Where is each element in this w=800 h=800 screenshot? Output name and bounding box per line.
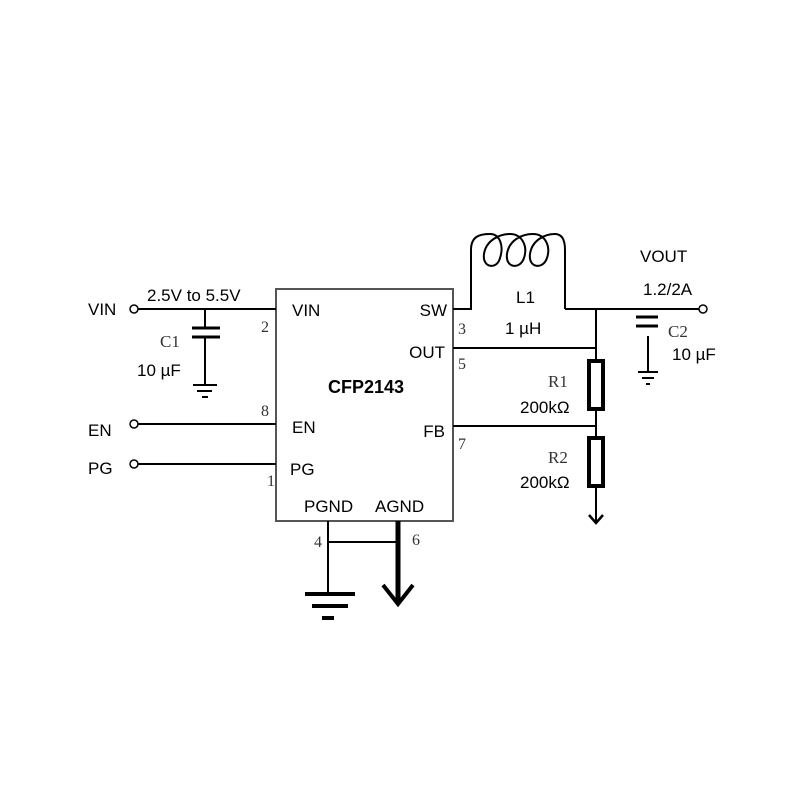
- pin-label-pgnd: PGND: [304, 497, 353, 516]
- c1-capacitor: [192, 309, 220, 385]
- vout-rating: 1.2/2A: [643, 280, 693, 299]
- c2-name: C2: [668, 322, 688, 341]
- pg-terminal-label: PG: [88, 459, 113, 478]
- c1-name: C1: [160, 332, 180, 351]
- pin-number-pg: 1: [267, 473, 275, 490]
- vin-terminal: [129, 304, 139, 314]
- pin-label-fb: FB: [423, 422, 445, 441]
- ic-body: [275, 288, 454, 522]
- pin-number-agnd: 6: [412, 532, 420, 549]
- pin-label-sw: SW: [420, 301, 447, 320]
- pin-label-agnd: AGND: [375, 497, 424, 516]
- pin-number-fb: 7: [458, 436, 466, 453]
- vout-terminal: [698, 304, 708, 314]
- c2-value: 10 µF: [672, 345, 716, 364]
- r1-name: R1: [548, 372, 568, 391]
- pin-number-sw: 3: [458, 321, 466, 338]
- r1-value: 200kΩ: [520, 398, 570, 417]
- en-terminal-label: EN: [88, 421, 112, 440]
- r2-value: 200kΩ: [520, 473, 570, 492]
- c2-capacitor: [636, 315, 658, 372]
- vout-label: VOUT: [640, 247, 687, 266]
- vin-terminal-label: VIN: [88, 300, 116, 319]
- r2-name: R2: [548, 448, 568, 467]
- l1-inductor: [453, 232, 566, 310]
- c1-value: 10 µF: [137, 361, 181, 380]
- en-terminal: [129, 419, 139, 429]
- l1-value: 1 µH: [505, 319, 541, 338]
- pin-number-out: 5: [458, 356, 466, 373]
- pin-number-pgnd: 4: [314, 534, 322, 551]
- c1-ground-icon: [193, 384, 217, 398]
- pin-label-en: EN: [292, 418, 316, 437]
- pin-label-out: OUT: [409, 343, 445, 362]
- ic-name: CFP2143: [328, 377, 404, 397]
- pin-label-pg: PG: [290, 460, 315, 479]
- pin-number-vin: 2: [261, 319, 269, 336]
- pg-terminal: [129, 459, 139, 469]
- r2-ground-arrow-icon: [588, 514, 604, 525]
- r1-resistor: [587, 359, 605, 411]
- c2-ground-icon: [638, 371, 658, 385]
- l1-name: L1: [516, 288, 535, 307]
- agnd-arrow-icon: [381, 583, 415, 608]
- pgnd-ground-icon: [305, 592, 355, 620]
- vin-range: 2.5V to 5.5V: [147, 286, 241, 305]
- pin-label-vin: VIN: [292, 301, 320, 320]
- pin-number-en: 8: [261, 403, 269, 420]
- r2-resistor: [587, 436, 605, 488]
